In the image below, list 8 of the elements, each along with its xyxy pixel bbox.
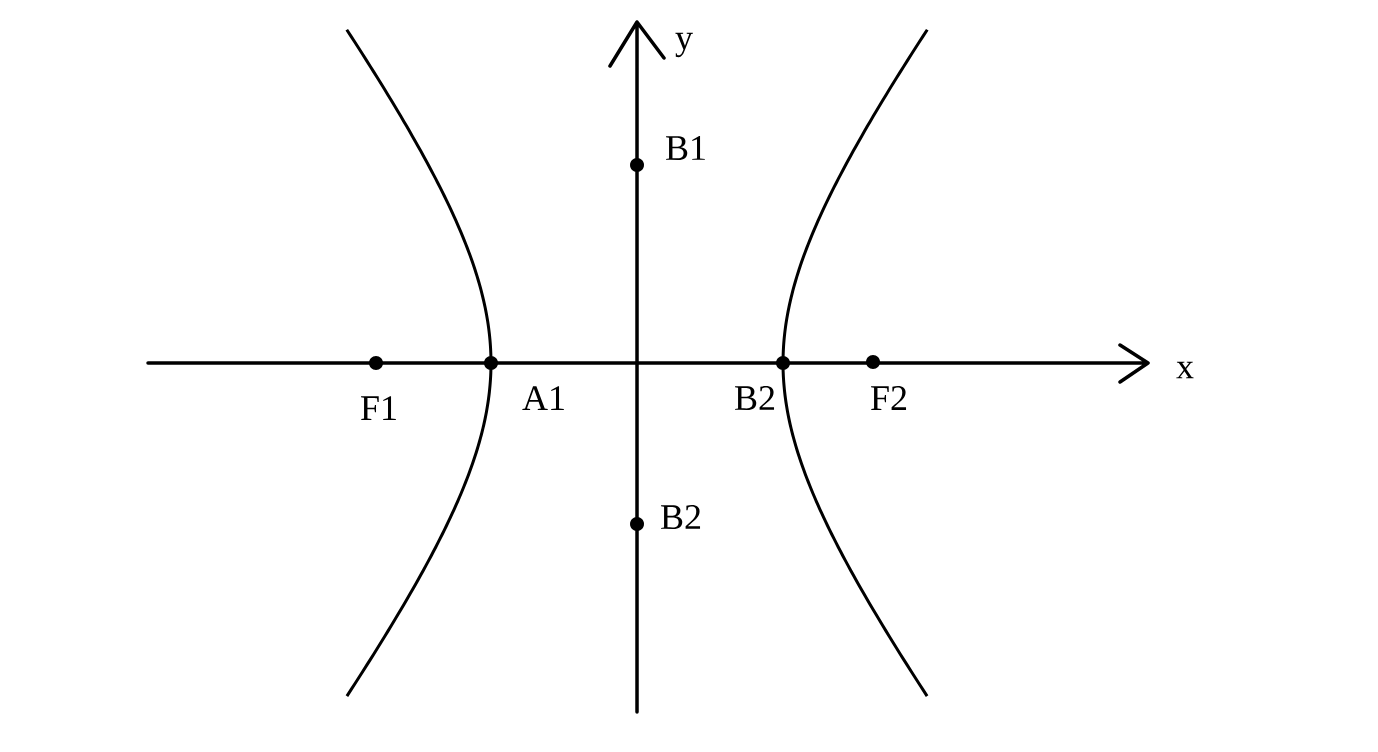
point-label: B1 [666,136,705,160]
axis-label: y [675,32,693,58]
point-label: B2 [735,386,775,410]
axis-label: x [1176,361,1194,379]
point-label: F2 [871,386,907,410]
point-label: B2 [661,505,701,529]
point-label: F1 [361,396,396,420]
point-label: A1 [522,386,564,410]
